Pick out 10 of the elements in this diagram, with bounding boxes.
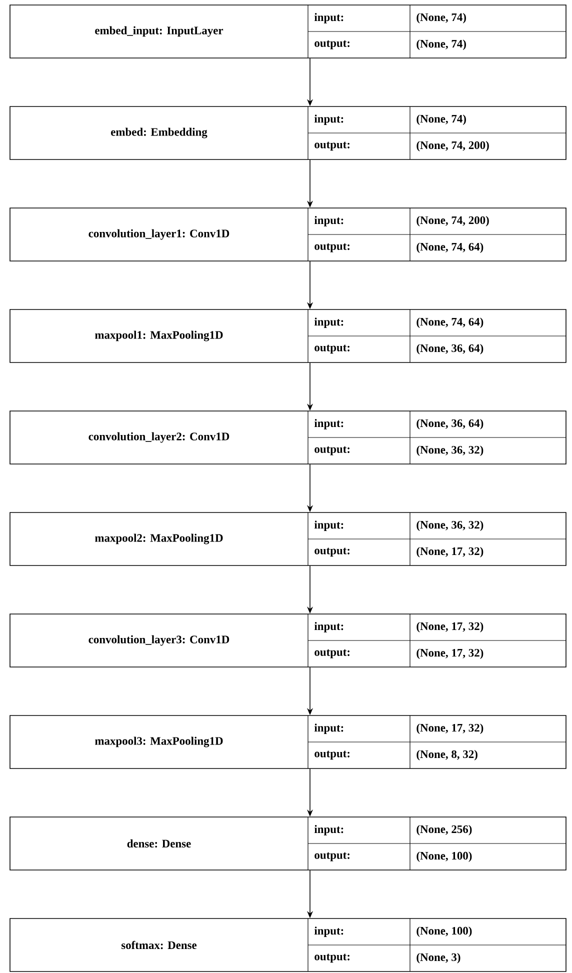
layer-box: maxpool1: MaxPooling1D input: (None, 74, 64) output: (None, 36, 64) — [10, 309, 566, 363]
layer-box: embed: Embedding input: (None, 74) output: (None, 74, 200) — [10, 106, 566, 160]
layer-box: embed_input: InputLayer input: (None, 74) output: (None, 74) — [10, 4, 566, 58]
layer-box: convolution_layer2: Conv1D input: (None, 36, 64) output: (None, 36, 32) — [10, 410, 566, 464]
layer-box: maxpool3: MaxPooling1D input: (None, 17, 32) output: (None, 8, 32) — [10, 715, 566, 769]
layer-box: softmax: Dense input: (None, 100) output: (None, 3) — [10, 918, 566, 972]
layer-box: maxpool2: MaxPooling1D input: (None, 36, 32) output: (None, 17, 32) — [10, 512, 566, 566]
layer-box: convolution_layer1: Conv1D input: (None, 74, 200) output: (None, 74, 64) — [10, 208, 566, 262]
layer-box: convolution_layer3: Conv1D input: (None, 17, 32) output: (None, 17, 32) — [10, 614, 566, 668]
layer-box: dense: Dense input: (None, 256) output: (None, 100) — [10, 816, 566, 870]
